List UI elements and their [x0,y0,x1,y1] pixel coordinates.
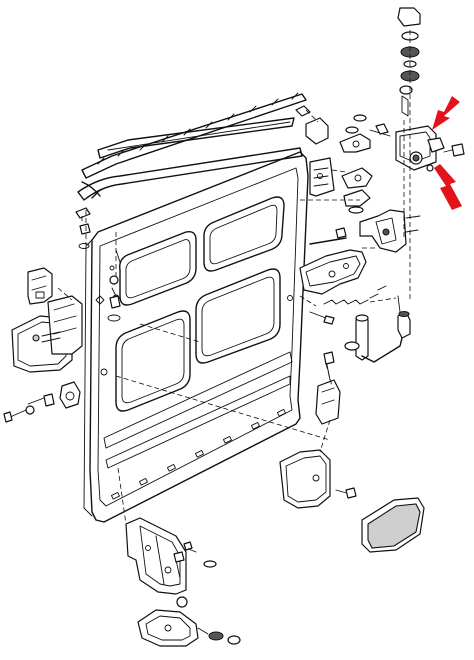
highlight-arrow-upper [432,96,460,130]
top-rail-strips [77,92,307,201]
handle-rod-assembly [344,295,411,363]
assembly-guide-lines [57,30,411,525]
left-hinge-assembly [11,267,83,373]
sliding-door-panel [83,151,309,523]
outer-handle [279,449,357,509]
inner-lock-module [315,351,341,425]
lock-mechanism-parts [299,133,421,325]
lower-left-fasteners [3,381,81,423]
lower-hinge-bracket [125,517,241,647]
small-bumper-parts [75,105,329,249]
center-door-parts [107,249,121,322]
highlight-arrow-lower [434,164,462,210]
handle-cover [361,497,425,553]
upper-hinge-bracket [345,7,465,172]
